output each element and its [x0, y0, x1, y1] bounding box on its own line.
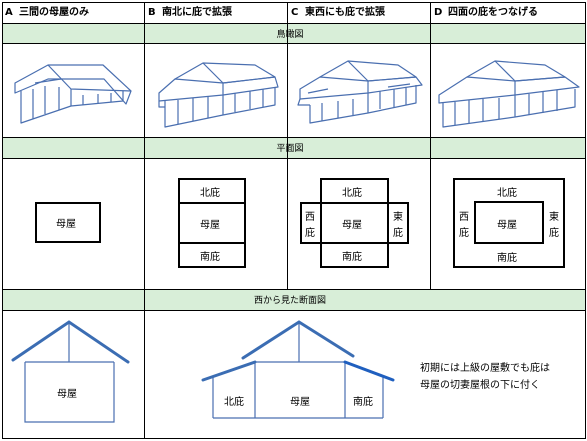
- plan-b-north-label: 北庇: [200, 188, 220, 199]
- plan-d-moya-label: 母屋: [497, 220, 517, 231]
- column-letter: C: [291, 7, 299, 18]
- section-b-south-label: 南庇: [353, 397, 373, 408]
- plan-d-outer: [453, 178, 565, 268]
- column-header-a: A 三間の母屋のみ: [2, 3, 144, 23]
- plan-c-south: [320, 242, 389, 268]
- grid-outer-top: [2, 2, 586, 3]
- birdseye-b-sketch: [158, 62, 279, 128]
- plan-c-west-label-1: 西: [305, 212, 315, 223]
- plan-b-south: [178, 242, 246, 268]
- section-note: 初期には上級の屋敷でも庇は 母屋の切妻屋根の下に付く: [420, 360, 550, 394]
- plan-b-south-label: 南庇: [200, 252, 220, 263]
- section-label: 西から見た断面図: [253, 296, 326, 306]
- grid-outer-left: [2, 2, 3, 439]
- plan-d-east-label-1: 東: [549, 212, 559, 223]
- birdseye-label: 鳥瞰図: [276, 30, 304, 40]
- plan-c-south-label: 南庇: [342, 252, 362, 263]
- plan-d-moya: [474, 201, 544, 244]
- plan-a-moya: [35, 202, 101, 243]
- section-b-drawing: [201, 320, 395, 419]
- section-a-drawing: [11, 320, 130, 423]
- plan-c-west-label-2: 庇: [305, 228, 315, 239]
- grid-col-c-d: [430, 2, 431, 290]
- plan-c-east-label-2: 庇: [393, 228, 403, 239]
- section-b-moya-label: 母屋: [290, 397, 310, 408]
- column-letter: D: [434, 7, 443, 18]
- section-band: [2, 289, 585, 311]
- grid-band1-col-a-b: [144, 23, 145, 42]
- column-letter: B: [148, 7, 156, 18]
- grid-col-b-c: [287, 2, 288, 290]
- plan-d-north-label: 北庇: [497, 188, 517, 199]
- plan-c-east: [387, 202, 409, 244]
- plan-d-west-label-2: 庇: [459, 228, 469, 239]
- birdseye-a-sketch: [14, 64, 132, 124]
- birdseye-band: [2, 23, 585, 44]
- column-header-d: D 四面の庇をつなげる: [431, 3, 581, 23]
- plan-c-moya-label: 母屋: [342, 220, 362, 231]
- plan-c-east-label-1: 東: [393, 212, 403, 223]
- column-letter: A: [5, 7, 13, 18]
- plan-label: 平面図: [276, 144, 304, 154]
- column-title: 南北に庇で拡張: [162, 7, 232, 18]
- section-a-moya-label: 母屋: [57, 389, 77, 400]
- column-title: 東西にも庇で拡張: [305, 7, 385, 18]
- section-b-north-label: 北庇: [224, 397, 244, 408]
- plan-a-moya-label: 母屋: [56, 219, 76, 230]
- section-note-line-2: 母屋の切妻屋根の下に付く: [420, 380, 540, 391]
- birdseye-d-sketch: [438, 60, 580, 128]
- plan-c-north-label: 北庇: [342, 188, 362, 199]
- birdseye-c-sketch: [297, 60, 423, 124]
- plan-band: [2, 137, 585, 159]
- plan-b-moya-label: 母屋: [200, 220, 220, 231]
- plan-d-south-label: 南庇: [497, 253, 517, 264]
- column-header-c: C 東西にも庇で拡張: [288, 3, 430, 23]
- grid-outer-bottom: [2, 438, 586, 439]
- plan-d-east-label-2: 庇: [549, 228, 559, 239]
- grid-col-a-b: [144, 2, 145, 439]
- column-header-b: B 南北に庇で拡張: [145, 3, 287, 23]
- grid-outer-right: [585, 2, 586, 439]
- column-title: 三間の母屋のみ: [19, 7, 89, 18]
- column-title: 四面の庇をつなげる: [448, 7, 538, 18]
- section-note-line-1: 初期には上級の屋敷でも庇は: [420, 363, 550, 374]
- plan-d-west-label-1: 西: [459, 212, 469, 223]
